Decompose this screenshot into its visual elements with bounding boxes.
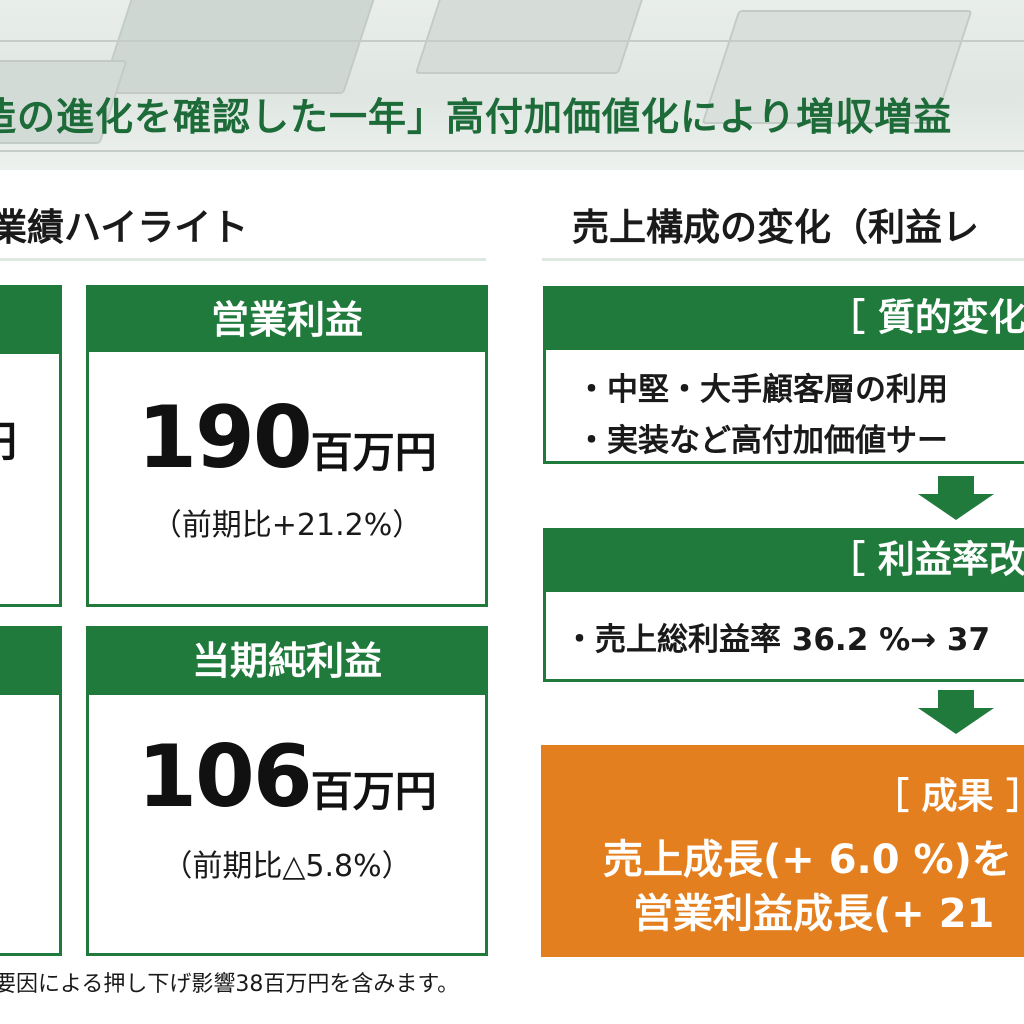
card-header: 当期純利益 [89, 629, 485, 695]
bullet-line: ・実装など高付加価値サー [576, 423, 948, 459]
card-unit: 百万円 [310, 767, 437, 816]
section-title-composition: 売上構成の変化（利益レ [572, 206, 979, 249]
qualitative-change-header: ［ 質的変化 [543, 286, 1024, 350]
section-title-highlights: 業績ハイライト [0, 206, 249, 249]
banner-circuit-decoration [414, 0, 650, 74]
card-number: 190 [137, 388, 313, 488]
card-unit: 百万円 [310, 428, 437, 477]
result-line-1: 売上成長(+ 6.0 %)を [603, 837, 1012, 883]
card-note: （前期比△5.8%） [162, 849, 412, 884]
result-header: ［ 成果 ］ [873, 776, 1024, 817]
bullet-line: ・売上総利益率 36.2 %→ 37 [564, 622, 991, 658]
card-ordinary-profit: ） [0, 626, 62, 956]
margin-improvement-header: ［ 利益率改 [543, 528, 1024, 592]
card-value: 円 [0, 408, 59, 469]
card-net-income: 当期純利益 106百万円 （前期比△5.8%） [86, 626, 488, 956]
card-operating-profit: 営業利益 190百万円 （前期比+21.2%） [86, 285, 488, 607]
page-title: 造の進化を確認した一年」高付加価値化により増収増益 [0, 95, 953, 139]
result-box: ［ 成果 ］ 売上成長(+ 6.0 %)を 営業利益成長(+ 21 [541, 745, 1024, 957]
card-number: 106 [137, 727, 313, 827]
banner-trace [0, 40, 1024, 42]
card-value: 106百万円 [89, 727, 485, 827]
banner-trace [0, 150, 1024, 152]
margin-improvement-box: ・売上総利益率 36.2 %→ 37 [543, 592, 1024, 682]
footnote: 要因による押し下げ影響38百万円を含みます。 [0, 972, 460, 997]
header-banner: 造の進化を確認した一年」高付加価値化により増収増益 [0, 0, 1024, 170]
section-divider [542, 258, 1024, 261]
section-divider [0, 258, 486, 261]
card-value: 190百万円 [89, 388, 485, 488]
card-header [0, 629, 59, 695]
card-note: （前期比+21.2%） [151, 508, 423, 543]
banner-circuit-decoration [99, 0, 385, 94]
bullet-line: ・中堅・大手顧客層の利用 [576, 372, 948, 408]
card-header [0, 288, 59, 354]
card-header: 営業利益 [89, 288, 485, 352]
qualitative-change-box: ・中堅・大手顧客層の利用 ・実装など高付加価値サー [543, 350, 1024, 464]
card-unit: 円 [0, 417, 17, 466]
card-note: ） [0, 843, 59, 887]
result-line-2: 営業利益成長(+ 21 [633, 891, 995, 937]
card-revenue: 円 [0, 285, 62, 607]
